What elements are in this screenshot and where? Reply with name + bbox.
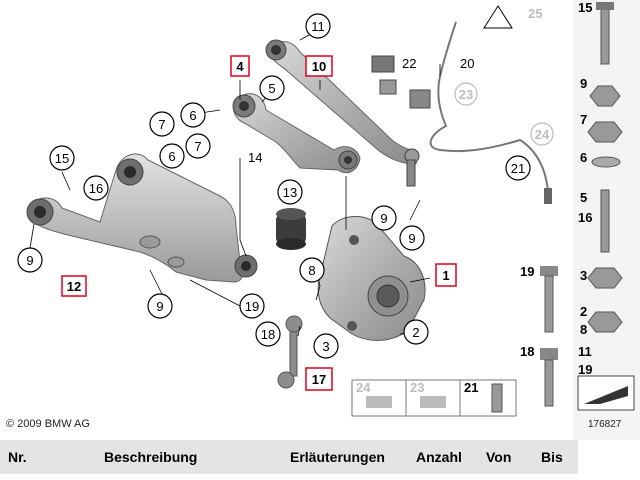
callout-9d: 9 bbox=[147, 293, 173, 319]
callout-11: 11 bbox=[305, 13, 331, 39]
svg-text:25: 25 bbox=[528, 6, 542, 21]
callout-21a: 21 bbox=[505, 155, 531, 181]
col-erlaeuterungen[interactable]: Erläuterungen bbox=[290, 449, 385, 465]
svg-text:5: 5 bbox=[268, 81, 275, 96]
svg-text:18: 18 bbox=[261, 327, 275, 342]
callout-2: 2 bbox=[403, 319, 429, 345]
svg-text:21: 21 bbox=[511, 161, 525, 176]
rubber-mount-13-drawing bbox=[276, 208, 306, 250]
callout-7a: 7 bbox=[149, 111, 175, 137]
svg-text:9: 9 bbox=[156, 299, 163, 314]
callout-20: 20 bbox=[460, 56, 474, 71]
side-label-19: 19 bbox=[520, 264, 534, 279]
control-arm-4-drawing bbox=[233, 93, 361, 174]
svg-text:20: 20 bbox=[460, 56, 474, 71]
svg-text:6: 6 bbox=[168, 149, 175, 164]
svg-text:22: 22 bbox=[402, 56, 416, 71]
callout-23a: 23 bbox=[454, 82, 478, 106]
svg-text:14: 14 bbox=[248, 150, 262, 165]
callout-21b: 21 bbox=[464, 380, 478, 395]
parts-diagram: 11 5 6 7 7 6 15 16 13 9 9 9 bbox=[17, 0, 640, 440]
callout-12: 12 bbox=[61, 275, 87, 297]
document-number: 176827 bbox=[588, 419, 622, 430]
clip-22-drawing bbox=[371, 55, 431, 109]
callout-9b: 9 bbox=[371, 205, 397, 231]
svg-text:13: 13 bbox=[283, 185, 297, 200]
callout-13: 13 bbox=[277, 179, 303, 205]
col-bis[interactable]: Bis bbox=[541, 449, 563, 465]
col-beschreibung[interactable]: Beschreibung bbox=[104, 449, 198, 465]
svg-text:24: 24 bbox=[535, 127, 550, 142]
callout-14: 14 bbox=[248, 150, 262, 165]
callout-18: 18 bbox=[255, 321, 281, 347]
side-label-19b: 19 bbox=[578, 362, 592, 377]
callout-4: 4 bbox=[230, 55, 250, 77]
link-17-drawing bbox=[277, 315, 303, 389]
svg-text:1: 1 bbox=[442, 268, 449, 283]
callout-9c: 9 bbox=[399, 225, 425, 251]
bottom-parts-boxes bbox=[351, 379, 517, 417]
svg-text:9: 9 bbox=[26, 253, 33, 268]
callout-17: 17 bbox=[305, 367, 333, 391]
callout-22: 22 bbox=[402, 56, 416, 71]
callout-25: 25 bbox=[483, 5, 542, 29]
svg-text:8: 8 bbox=[308, 263, 315, 278]
side-label-7: 7 bbox=[580, 112, 587, 127]
svg-text:12: 12 bbox=[67, 279, 81, 294]
callout-1: 1 bbox=[435, 263, 457, 287]
svg-text:9: 9 bbox=[380, 211, 387, 226]
callout-10: 10 bbox=[305, 55, 333, 77]
svg-text:16: 16 bbox=[89, 181, 103, 196]
svg-text:7: 7 bbox=[158, 117, 165, 132]
side-label-8: 8 bbox=[580, 322, 587, 337]
side-label-2: 2 bbox=[580, 304, 587, 319]
svg-text:11: 11 bbox=[311, 19, 325, 34]
side-label-9: 9 bbox=[580, 76, 587, 91]
svg-text:17: 17 bbox=[312, 372, 326, 387]
side-label-6: 6 bbox=[580, 150, 587, 165]
callout-24b: 24 bbox=[356, 380, 371, 395]
svg-text:9: 9 bbox=[408, 231, 415, 246]
col-anzahl[interactable]: Anzahl bbox=[416, 449, 462, 465]
svg-text:3: 3 bbox=[322, 339, 329, 354]
callout-24a: 24 bbox=[530, 122, 554, 146]
svg-text:23: 23 bbox=[459, 87, 473, 102]
callout-15: 15 bbox=[49, 145, 75, 171]
callout-6b: 6 bbox=[159, 143, 185, 169]
side-label-18: 18 bbox=[520, 344, 534, 359]
callout-23b: 23 bbox=[410, 380, 424, 395]
svg-text:4: 4 bbox=[236, 59, 244, 74]
svg-text:2: 2 bbox=[412, 325, 419, 340]
callout-3: 3 bbox=[313, 333, 339, 359]
side-label-11: 11 bbox=[578, 344, 592, 359]
side-label-16: 16 bbox=[578, 210, 592, 225]
col-nr[interactable]: Nr. bbox=[8, 449, 27, 465]
sensor-cable-drawing bbox=[429, 21, 549, 193]
side-label-15: 15 bbox=[578, 0, 592, 15]
side-label-5: 5 bbox=[580, 190, 587, 205]
callout-8: 8 bbox=[299, 257, 325, 283]
callout-9a: 9 bbox=[17, 247, 43, 273]
svg-text:7: 7 bbox=[194, 139, 201, 154]
svg-text:6: 6 bbox=[189, 108, 196, 123]
callout-7b: 7 bbox=[185, 133, 211, 159]
svg-text:10: 10 bbox=[312, 59, 326, 74]
copyright: © 2009 BMW AG bbox=[6, 418, 90, 430]
callout-19: 19 bbox=[239, 293, 265, 319]
svg-text:15: 15 bbox=[55, 151, 69, 166]
callout-5: 5 bbox=[259, 75, 285, 101]
side-label-3: 3 bbox=[580, 268, 587, 283]
svg-text:19: 19 bbox=[245, 299, 259, 314]
parts-table-header: Nr. Beschreibung Erläuterungen Anzahl Vo… bbox=[0, 440, 578, 474]
callout-16: 16 bbox=[83, 175, 109, 201]
col-von[interactable]: Von bbox=[486, 449, 512, 465]
callout-6a: 6 bbox=[180, 102, 206, 128]
side-panel bbox=[540, 0, 640, 440]
